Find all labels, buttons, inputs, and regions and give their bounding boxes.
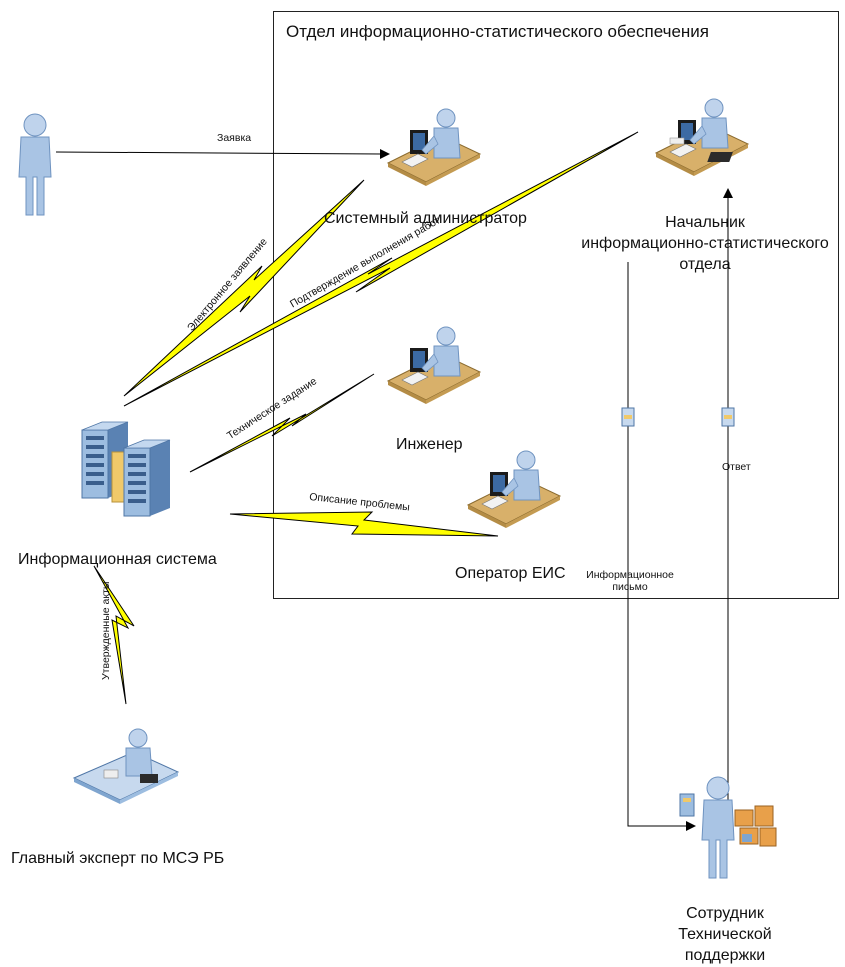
sysadmin-label: Системный администратор [324,210,527,227]
request-label: Заявка [217,132,252,144]
operator-worker-icon [467,450,561,529]
info-letter-document-icon [621,407,635,427]
support-boxes-icon [734,805,777,847]
work-confirmation-bolt [123,131,639,407]
support-label: Сотрудник Технической поддержки [650,903,800,966]
support-label-line3: поддержки [684,947,766,964]
info-letter-label-line1: Информационное [586,569,674,581]
support-label-line1: Сотрудник [686,905,764,922]
lightning-links [93,131,639,705]
infosystem-label: Информационная система [18,551,217,568]
answer-document-icon [721,407,735,427]
department-title: Отдел информационно-статистического обес… [286,22,709,41]
e-statement-bolt [123,179,365,397]
info-letter-label: Информационное письмо [578,569,682,593]
chief-worker-icon [655,98,749,177]
approved-acts-label: Утвержденные акты [100,581,112,680]
tech-task-bolt [189,373,375,473]
info-letter-arrowhead [686,821,696,831]
problem-desc-bolt [229,511,499,537]
sysadmin-worker-icon [387,108,481,187]
connector-lines [55,149,733,831]
support-book-icon [679,793,695,817]
support-label-line2: Технической [678,926,772,943]
chief-label-line2: информационно-статистического [581,235,829,252]
operator-label: Оператор ЕИС [455,565,566,582]
chief-label-line1: Начальник [665,214,745,231]
chief-label: Начальник информационно-статистического … [570,212,840,275]
requester-person-icon [18,113,52,216]
support-person-icon [701,776,735,879]
approved-acts-bolt [93,565,135,705]
expert-worker-icon [72,728,180,804]
chief-label-line3: отдела [679,256,731,273]
answer-label: Ответ [722,461,751,473]
department-frame [273,11,839,599]
info-letter-line [627,262,688,827]
info-letter-label-line2: письмо [612,581,648,593]
engineer-label: Инженер [396,436,463,453]
engineer-worker-icon [387,326,481,405]
answer-arrowhead [723,188,733,198]
server-rack-icon [81,421,171,517]
request-line [55,151,383,155]
expert-label: Главный эксперт по МСЭ РБ [11,850,225,867]
request-arrowhead [380,149,390,159]
